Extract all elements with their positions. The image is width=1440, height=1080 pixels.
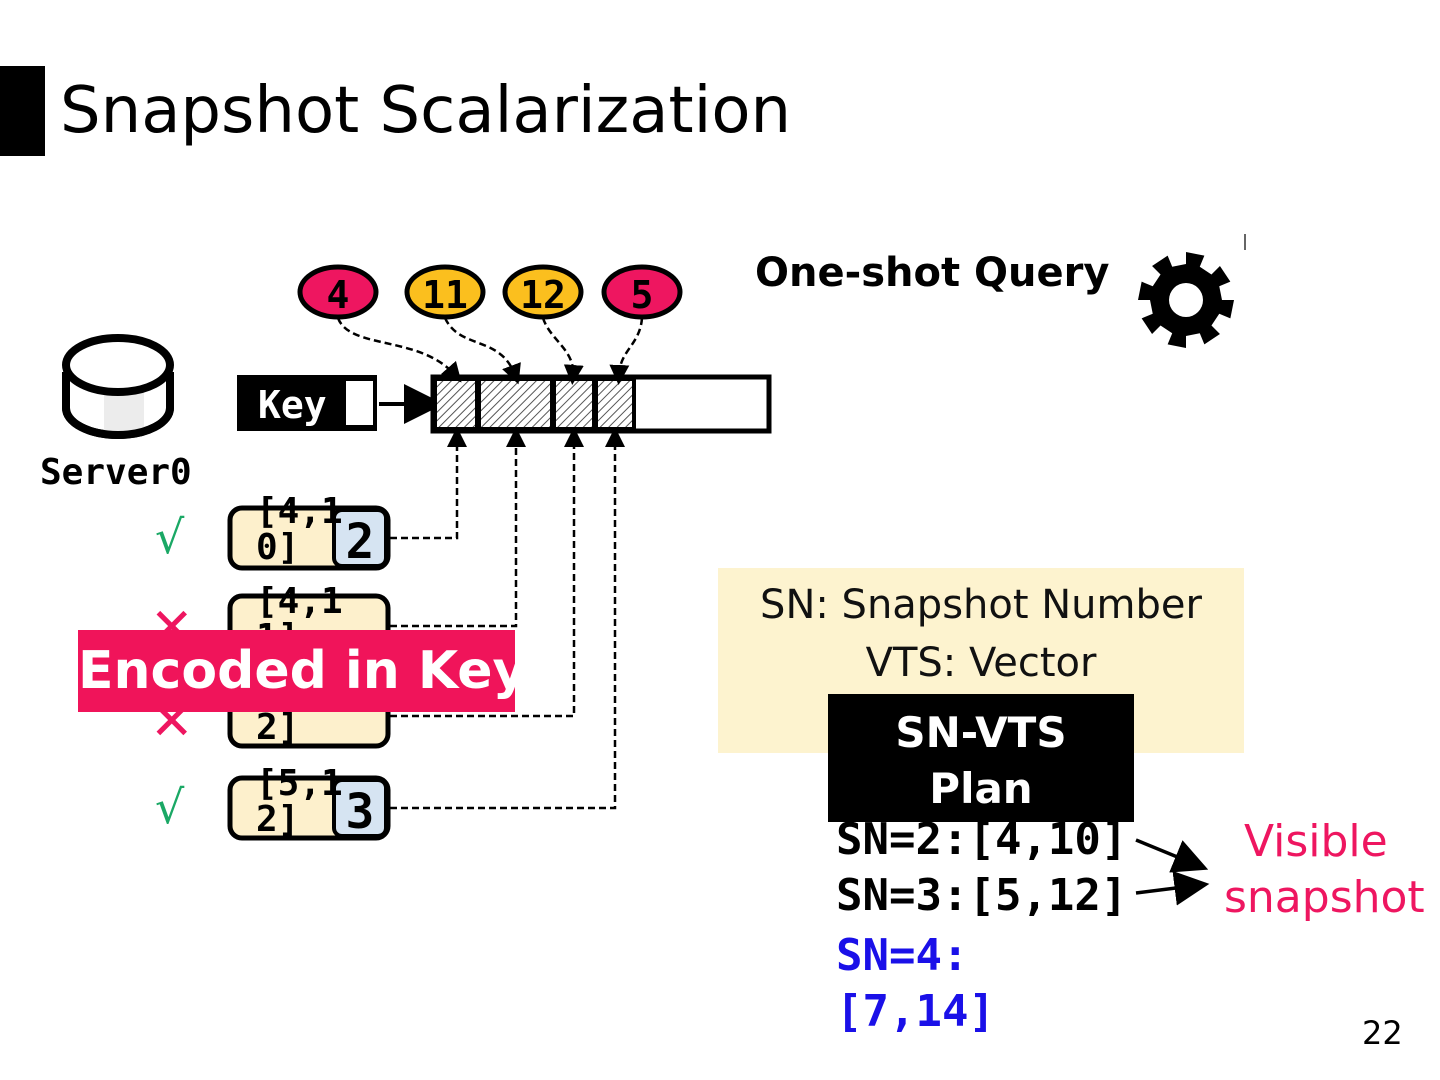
encoded-in-key-banner: Encoded in Key bbox=[78, 630, 526, 712]
page-number: 22 bbox=[1362, 1014, 1403, 1052]
value-label: 4 bbox=[327, 273, 350, 317]
legend-line-vts: VTS: Vector bbox=[865, 640, 1097, 686]
plan-entry: SN=2:[4,10] bbox=[836, 814, 1128, 865]
plan-entry-new-vts: [7,14] bbox=[836, 986, 995, 1037]
visible-snapshot-label-line1: Visible bbox=[1244, 816, 1388, 867]
key-label: Key bbox=[258, 383, 327, 427]
array-slot bbox=[594, 377, 636, 431]
value-ovals: 4 11 12 5 bbox=[297, 264, 683, 320]
array-slot bbox=[433, 377, 479, 431]
slide-title: Snapshot Scalarization bbox=[60, 74, 792, 148]
value-label: 12 bbox=[520, 273, 566, 317]
value-array bbox=[430, 374, 772, 434]
value-arrows bbox=[336, 317, 644, 385]
visible-check-icon: √ bbox=[155, 510, 185, 564]
value-oval bbox=[297, 264, 379, 320]
value-label: 5 bbox=[631, 273, 654, 317]
value-oval bbox=[404, 264, 486, 320]
version-vts-label: [5,12] bbox=[256, 763, 343, 840]
server-label: Server0 bbox=[40, 452, 192, 493]
value-oval bbox=[502, 264, 584, 320]
database-icon bbox=[62, 334, 174, 439]
gear-hole bbox=[1169, 283, 1203, 317]
array-slot bbox=[552, 377, 596, 431]
visible-check-icon: √ bbox=[155, 780, 185, 834]
plan-title-line2: Plan bbox=[929, 764, 1033, 813]
title-accent-bar bbox=[0, 66, 45, 156]
version-vts-label: [4,10] bbox=[256, 491, 343, 568]
gear-icon bbox=[1138, 252, 1234, 348]
value-oval bbox=[601, 264, 683, 320]
sn-vts-plan-box: SN-VTS Plan bbox=[828, 694, 1134, 822]
plan-entry-new: SN=4: bbox=[836, 930, 969, 981]
version-arrows bbox=[390, 427, 625, 810]
legend-line-sn: SN: Snapshot Number bbox=[760, 582, 1202, 628]
value-label: 11 bbox=[422, 273, 468, 317]
sn-badge bbox=[332, 508, 388, 568]
sn-badge-label: 2 bbox=[346, 514, 375, 570]
plan-entry: SN=3:[5,12] bbox=[836, 870, 1128, 921]
array-slot bbox=[477, 377, 554, 431]
one-shot-query-label: One-shot Query bbox=[755, 250, 1110, 296]
visible-snapshot-label-line2: snapshot bbox=[1224, 872, 1425, 923]
sn-badge-label: 3 bbox=[346, 784, 375, 840]
sn-badge bbox=[332, 778, 388, 838]
plan-title-line1: SN-VTS bbox=[895, 708, 1067, 757]
visible-arrows bbox=[1135, 838, 1210, 906]
key-box bbox=[237, 375, 444, 431]
